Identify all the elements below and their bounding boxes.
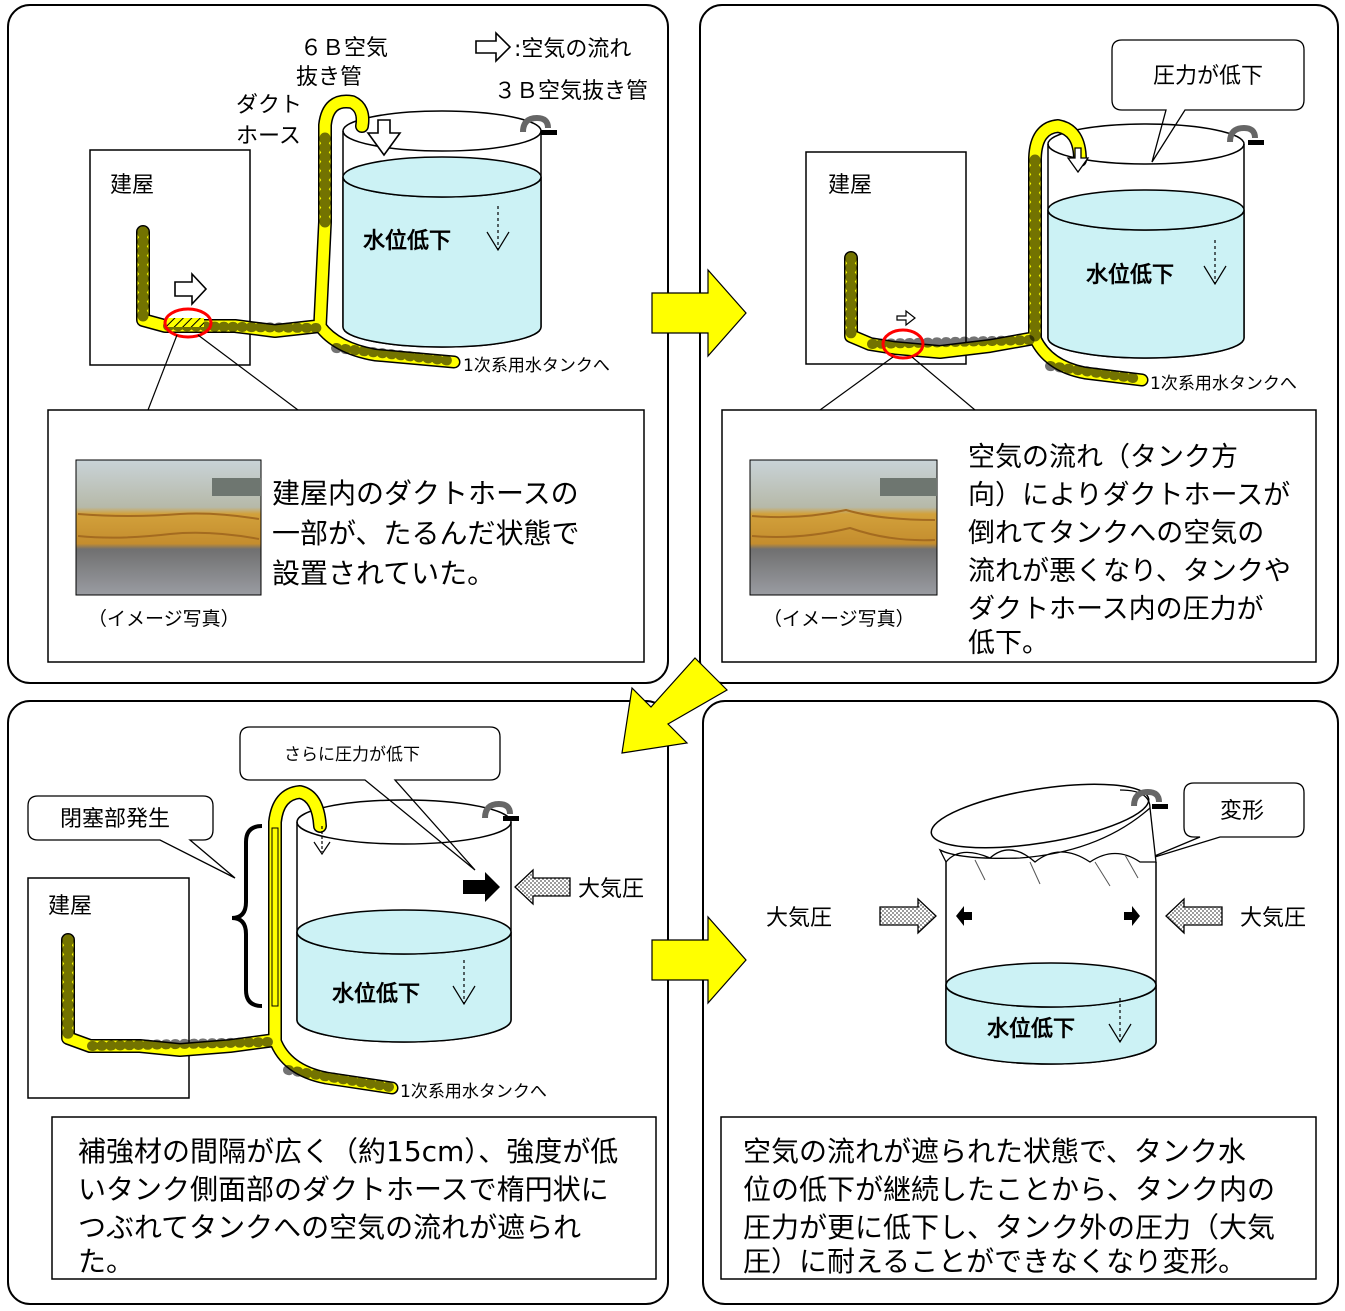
desc-line-2: いタンク側面部のダクトホースで楕円状に [78,1173,609,1206]
to-tank-label: 1次系用水タンクへ [400,1082,547,1102]
photo-fallen-hose [749,459,938,596]
callout-deformation-label: 変形 [1220,799,1264,824]
building-label: 建屋 [48,894,92,919]
callout-further-pressure-drop [239,726,501,871]
airflow-dotted-arrow-icon [313,826,331,856]
vent-pipe-3b-icon [520,114,557,135]
legend-airflow-label: :空気の流れ [514,37,631,62]
inner-pressure-arrow-icon [463,872,500,902]
panel-1: :空気の流れ ６Ｂ空気 抜き管 ダクト ホース ３Ｂ空気抜き管 建屋 水位低下 [47,31,648,663]
collapsed-hose-section [271,827,279,1007]
label-6b-pipe-line2: 抜き管 [296,65,362,90]
sag-highlight-circle [881,328,925,360]
desc-line-6: 低下。 [968,628,1049,659]
atm-label: 大気圧 [578,877,644,902]
water-level-label: 水位低下 [987,1016,1075,1042]
flow-arrow-right-bottom [651,915,747,1005]
callout-blockage [27,795,236,879]
water-level-label: 水位低下 [332,981,420,1007]
desc-line-1: 空気の流れが遮られた状態で、タンク水 [743,1135,1246,1168]
atmospheric-pressure-arrow-icon [514,868,571,906]
desc-line-2: 向）によりダクトホースが [968,480,1290,511]
panel-1-frame [7,4,669,684]
description-box [720,1116,1317,1280]
description-box [51,1116,657,1280]
building-box [805,151,967,365]
panel-3: さらに圧力が低下 閉塞部発生 建屋 水位低下 大気圧 [27,726,657,1280]
building-box [27,877,190,1099]
vent-pipe-3b-icon [1131,788,1168,809]
desc-line-3: 倒れてタンクへの空気の [968,518,1264,549]
water-level-label: 水位低下 [363,228,451,254]
atm-right-label: 大気圧 [1240,906,1306,931]
photo-caption: （イメージ写真） [88,608,240,630]
water-down-arrow-icon [452,960,476,1006]
desc-line-2: 位の低下が継続したことから、タンク内の [743,1173,1275,1206]
desc-line-1: 建屋内のダクトホースの [272,477,579,510]
building-label: 建屋 [110,173,154,198]
water-down-arrow-icon [486,206,510,252]
desc-line-2: 一部が、たるんだ状態で [272,517,579,550]
sag-highlight-circle [163,307,213,339]
building-label: 建屋 [828,173,872,198]
panel-4: 変形 水位低下 大気圧 大気圧 空気の流れが遮られた [720,782,1317,1280]
desc-line-1: 補強材の間隔が広く（約15cm）、強度が低 [78,1135,618,1168]
vent-pipe-3b-icon [482,800,519,821]
desc-line-3: 設置されていた。 [272,557,495,590]
label-duct-line2: ホース [236,124,301,149]
airflow-arrow-tank-icon [1066,147,1090,174]
water-down-arrow-icon [1203,240,1227,286]
to-tank-label: 1次系用水タンクへ [463,356,610,376]
desc-line-4: 圧）に耐えることができなくなり変形。 [743,1245,1246,1278]
sagging-hose-segment [166,318,204,327]
photo-caption: （イメージ写真） [763,608,915,630]
atmospheric-pressure-arrow-right-icon [1165,897,1223,935]
airflow-arrow-building-icon [896,309,916,327]
panel-2-frame [699,4,1339,684]
panel-4-frame [702,700,1339,1305]
desc-line-5: ダクトホース内の圧力が [968,594,1264,625]
tank [1047,123,1245,359]
tank [342,110,542,348]
blockage-brace [231,824,263,1008]
vent-pipe-3b-icon [1227,124,1264,145]
callout-further-pressure-drop-label: さらに圧力が低下 [284,745,420,765]
water-down-arrow-icon [1108,998,1132,1044]
desc-line-3: 圧力が更に低下し、タンク外の圧力（大気 [743,1211,1275,1244]
callout-blockage-label: 閉塞部発生 [60,807,170,832]
inner-pressure-arrow-left-icon [956,906,972,926]
desc-line-4: 流れが悪くなり、タンクや [968,556,1291,587]
duct-hose [136,94,461,369]
callout-pressure-drop-label: 圧力が低下 [1153,64,1263,89]
desc-line-1: 空気の流れ（タンク方 [968,442,1238,473]
callout-pressure-drop [1111,39,1305,163]
atm-left-label: 大気圧 [766,906,832,931]
label-duct-line1: ダクト [236,93,302,118]
duct-hose [844,119,1149,387]
deformed-tank [930,783,1157,1065]
callout-deformation [1144,782,1305,861]
legend-airflow-arrow-icon [475,31,512,63]
desc-line-4: た。 [78,1245,134,1278]
airflow-arrow-building-icon [174,271,208,307]
label-3b-pipe: ３Ｂ空気抜き管 [494,79,648,104]
label-6b-pipe-line1: ６Ｂ空気 [300,36,388,61]
duct-hose [61,785,399,1095]
inner-pressure-arrow-right-icon [1124,906,1140,926]
water-level-label: 水位低下 [1086,262,1174,288]
to-tank-label: 1次系用水タンクへ [1150,374,1297,394]
flow-arrow-right-top [651,268,747,358]
tank [296,799,512,1043]
atmospheric-pressure-arrow-left-icon [879,897,937,935]
panel-3-frame [7,700,669,1305]
photo-sagging-hose [75,459,262,596]
airflow-arrow-tank-icon [366,119,402,157]
desc-line-3: つぶれてタンクへの空気の流れが遮られ [78,1211,581,1244]
flow-arrow-down-left [621,657,728,754]
panel-2: 圧力が低下 建屋 水位低下 1次系用水タンクへ [721,39,1317,663]
